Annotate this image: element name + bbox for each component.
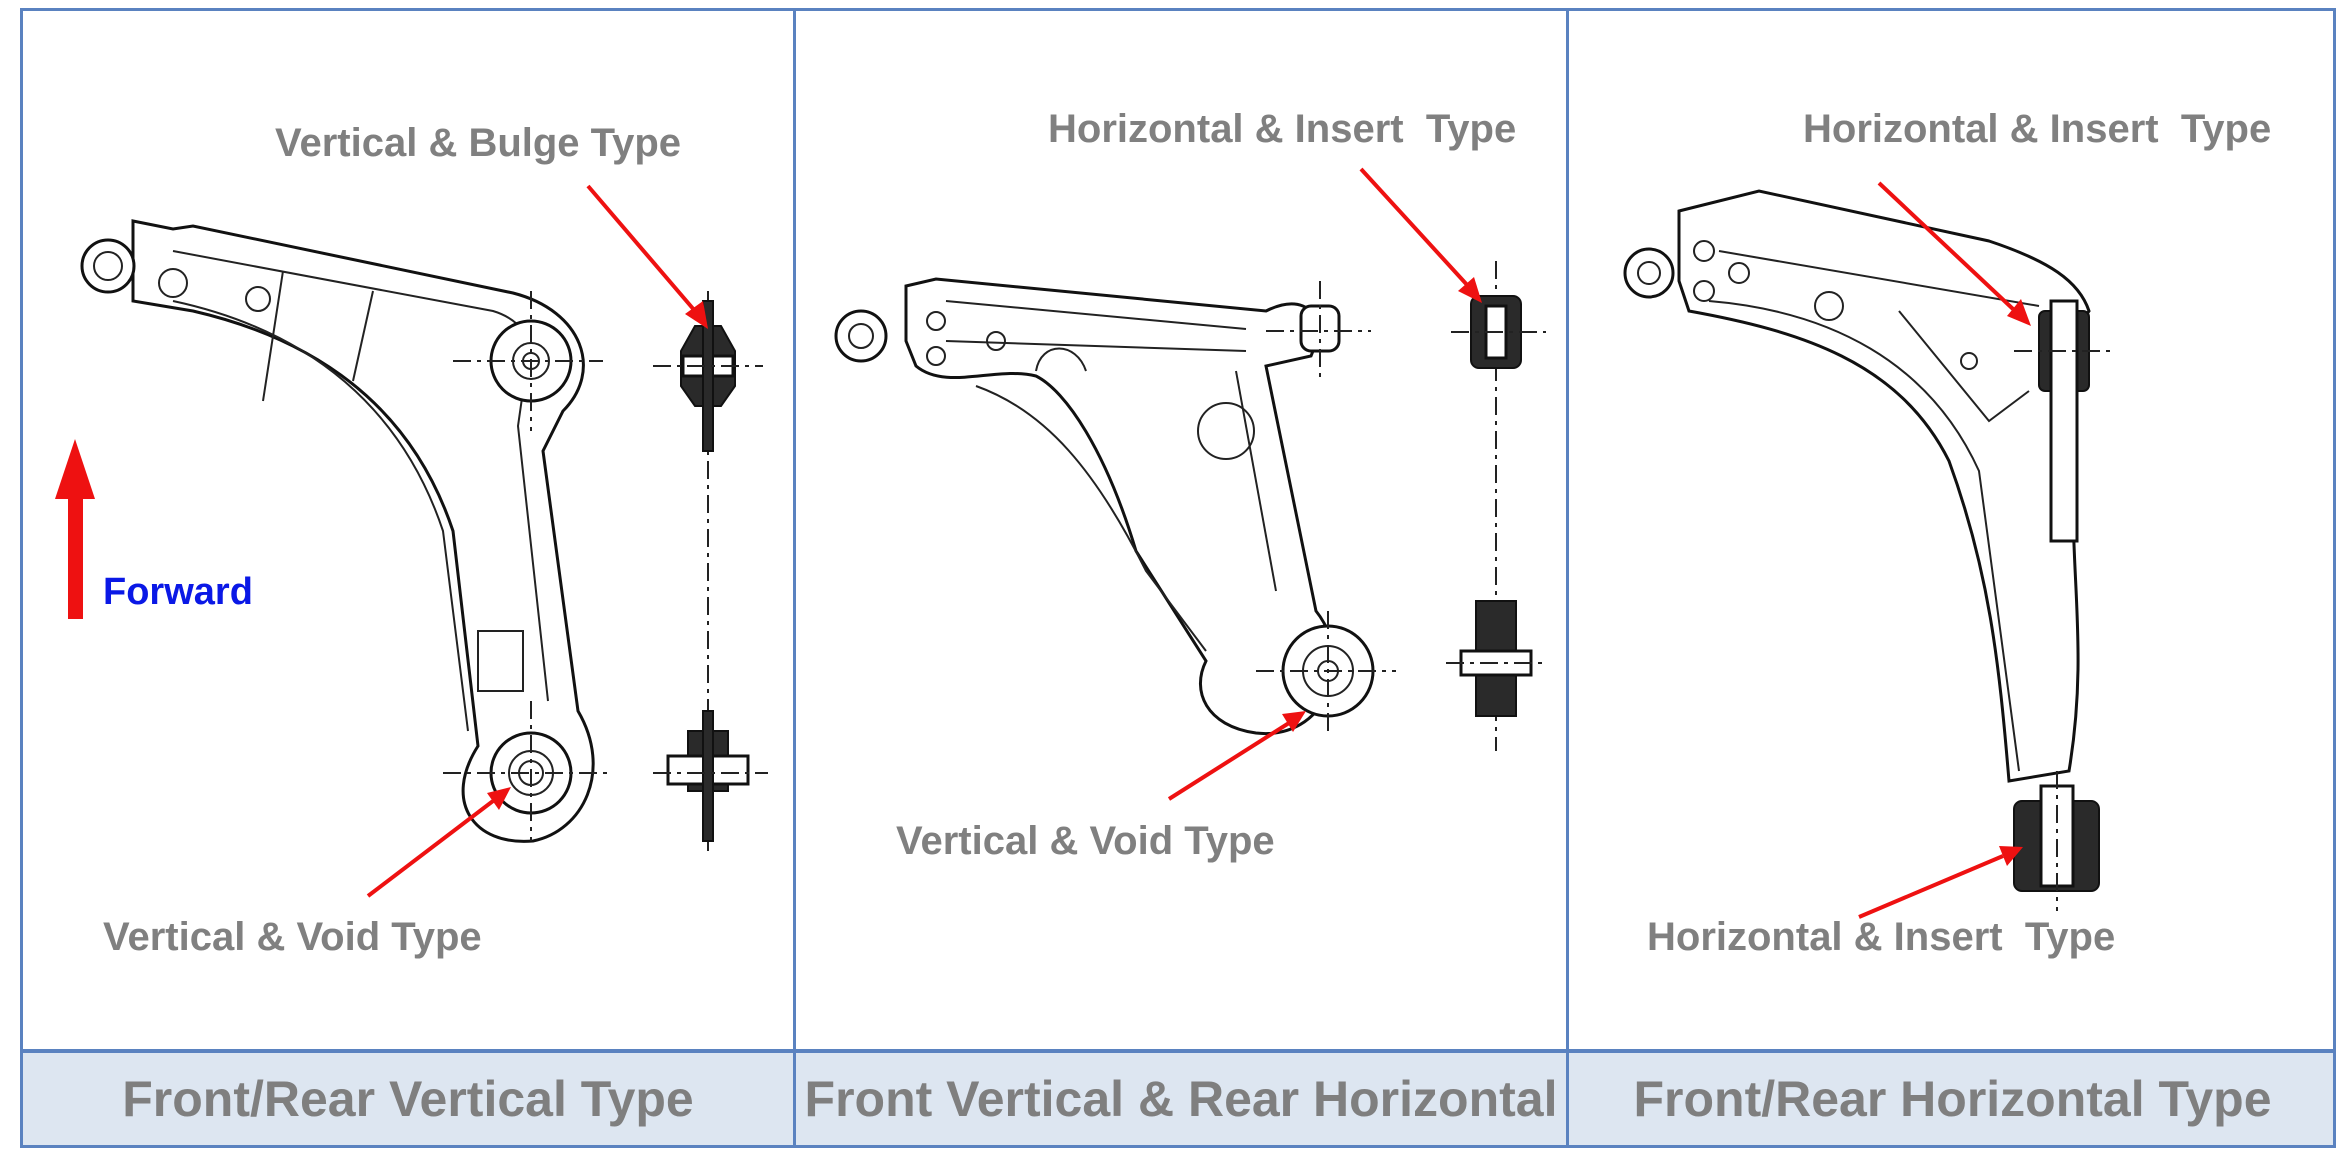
bottom-bushing-label: Vertical & Void Type bbox=[103, 915, 482, 959]
bottom-bushing-label: Vertical & Void Type bbox=[896, 819, 1275, 863]
caption-mixed: Front Vertical & Rear Horizontal bbox=[804, 1071, 1558, 1127]
control-arm-drawing-2 bbox=[834, 167, 1546, 801]
caption-divider bbox=[1566, 1053, 1569, 1145]
panel-divider bbox=[793, 11, 796, 1145]
bottom-bushing-label: Horizontal & Insert Type bbox=[1647, 915, 2116, 959]
panel-vertical: Vertical & Bulge Type Vertical & Void Ty… bbox=[23, 11, 793, 1049]
top-bushing-label: Vertical & Bulge Type bbox=[275, 121, 682, 165]
caption-vertical: Front/Rear Vertical Type bbox=[122, 1071, 694, 1127]
caption-horizontal: Front/Rear Horizontal Type bbox=[1633, 1071, 2272, 1127]
control-arm-drawing-1 bbox=[55, 184, 768, 898]
caption-row: Front/Rear Vertical Type Front Vertical … bbox=[23, 1049, 2333, 1145]
panel-divider bbox=[1566, 11, 1569, 1145]
diagram-frame: Vertical & Bulge Type Vertical & Void Ty… bbox=[20, 8, 2336, 1148]
top-bushing-label: Horizontal & Insert Type bbox=[1803, 107, 2272, 151]
forward-label: Forward bbox=[103, 571, 253, 613]
control-arm-drawing-3 bbox=[1623, 181, 2114, 919]
panel-horizontal: Horizontal & Insert Type Horizontal & In… bbox=[1569, 11, 2336, 1049]
caption-divider bbox=[793, 1053, 796, 1145]
top-bushing-label: Horizontal & Insert Type bbox=[1048, 107, 1517, 151]
panel-mixed: Horizontal & Insert Type Vertical & Void… bbox=[796, 11, 1566, 1049]
